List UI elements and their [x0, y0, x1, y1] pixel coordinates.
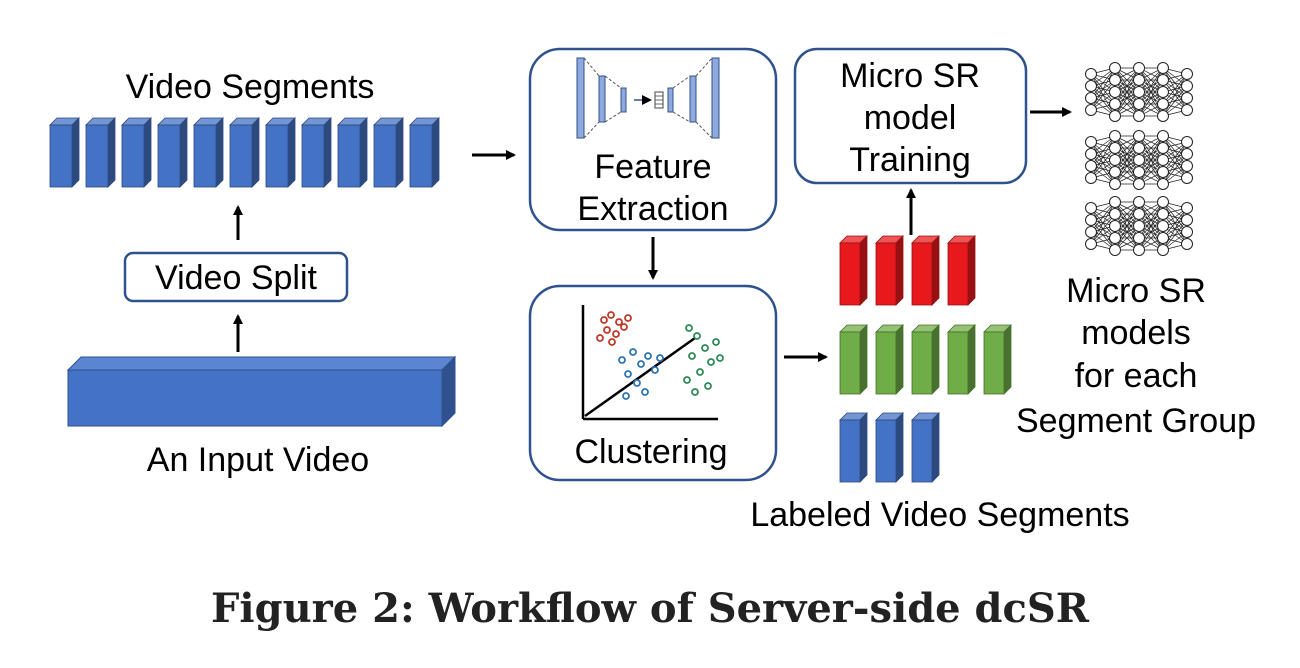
- video-segment-block: [265, 117, 296, 188]
- labeled-segment-block: [947, 324, 976, 395]
- scatter-point: [612, 330, 620, 338]
- training-label-line1: Micro SR: [840, 57, 980, 95]
- scatter-point: [608, 338, 616, 346]
- labeled-segment-block: [875, 412, 904, 483]
- scatter-point: [644, 352, 652, 360]
- scatter-point: [685, 324, 693, 332]
- scatter-point: [633, 379, 641, 387]
- scatter-point: [716, 354, 724, 362]
- models-label-line1: Micro SR: [1066, 272, 1206, 310]
- training-label-line3: Training: [849, 141, 971, 179]
- video-segment-block: [337, 117, 368, 188]
- neural-network-icons: [1085, 62, 1193, 256]
- scatter-point: [637, 360, 645, 368]
- scatter-point: [624, 370, 632, 378]
- scatter-point: [651, 366, 659, 374]
- models-label-line2: models: [1081, 314, 1191, 352]
- labeled-segment-block: [875, 235, 904, 306]
- labeled-segment-block: [911, 412, 940, 483]
- scatter-point: [629, 348, 637, 356]
- scatter-plot-icon: [581, 305, 724, 421]
- neural-network-icon: [1085, 62, 1193, 122]
- scatter-point: [656, 354, 664, 362]
- feature-extraction-label-line1: Feature: [594, 148, 711, 186]
- clustering-box: [528, 284, 778, 482]
- input-video-label: An Input Video: [147, 441, 369, 479]
- video-segment-block: [229, 117, 260, 188]
- input-video-block: [66, 355, 457, 428]
- scatter-point: [596, 334, 604, 342]
- labeled-segments-label: Labeled Video Segments: [750, 496, 1129, 534]
- video-segment-block: [409, 117, 440, 188]
- video-segment-block: [85, 117, 116, 188]
- scatter-point: [622, 392, 630, 400]
- scatter-point: [693, 332, 701, 340]
- labeled-segment-block: [983, 324, 1012, 395]
- labeled-segment-block: [839, 324, 868, 395]
- scatter-point: [618, 356, 626, 364]
- labeled-segment-block: [911, 235, 940, 306]
- video-segment-block: [193, 117, 224, 188]
- scatter-point: [624, 314, 632, 322]
- labeled-segment-block: [839, 412, 868, 483]
- scatter-point: [641, 388, 649, 396]
- models-label-line3: for each: [1075, 357, 1198, 395]
- scatter-point: [683, 376, 691, 384]
- scatter-point: [688, 352, 696, 360]
- clustering-label: Clustering: [574, 433, 727, 471]
- video-segment-block: [157, 117, 188, 188]
- labeled-segment-block: [839, 235, 868, 306]
- video-split-label: Video Split: [155, 259, 317, 297]
- scatter-point: [620, 323, 628, 331]
- video-segments-label: Video Segments: [126, 68, 375, 106]
- labeled-segment-groups: [839, 235, 1012, 483]
- video-segment-block: [301, 117, 332, 188]
- scatter-point: [704, 382, 712, 390]
- neural-network-icon: [1085, 196, 1193, 256]
- video-segments-row: [49, 117, 440, 188]
- figure-caption: Figure 2: Workflow of Server-side dcSR: [211, 585, 1090, 632]
- video-split-box: [123, 251, 349, 303]
- labeled-segment-block: [875, 324, 904, 395]
- labeled-segment-block: [947, 235, 976, 306]
- scatter-point: [712, 338, 720, 346]
- scatter-point: [600, 316, 608, 324]
- video-segment-block: [121, 117, 152, 188]
- feature-extraction-label-line2: Extraction: [577, 190, 728, 228]
- scatter-point: [603, 326, 611, 334]
- video-segment-block: [373, 117, 404, 188]
- labeled-segment-block: [911, 324, 940, 395]
- encoder-decoder-icon: [576, 57, 720, 139]
- training-label-line2: model: [864, 99, 957, 137]
- models-label-line4: Segment Group: [1016, 402, 1256, 440]
- scatter-point: [607, 311, 615, 319]
- scatter-point: [696, 368, 704, 376]
- model-training-box: [793, 47, 1028, 185]
- scatter-point: [707, 358, 715, 366]
- scatter-point: [615, 318, 623, 326]
- scatter-point: [701, 344, 709, 352]
- scatter-point: [691, 388, 699, 396]
- video-segment-block: [49, 117, 80, 188]
- neural-network-icon: [1085, 130, 1193, 190]
